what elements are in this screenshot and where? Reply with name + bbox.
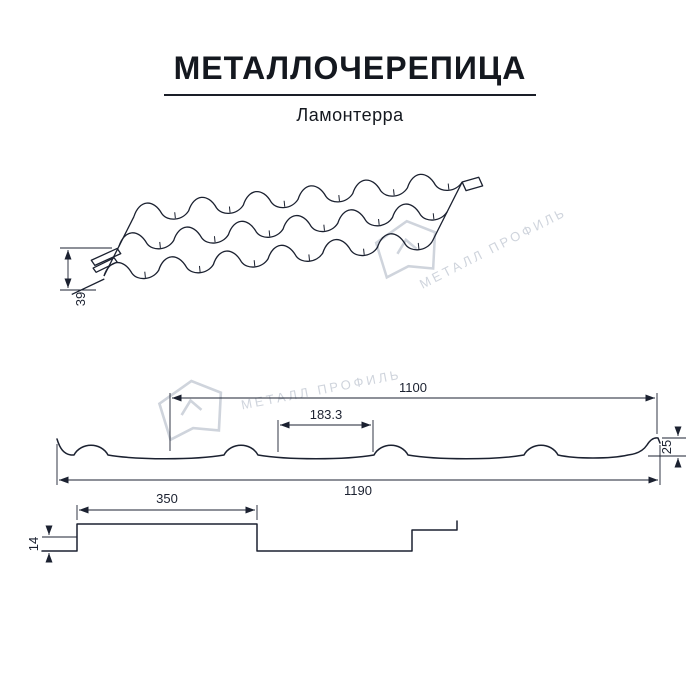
- sheet-left-edge: [103, 216, 135, 277]
- cross-section-profile: [56, 437, 661, 460]
- eave-line: [71, 278, 105, 296]
- watermark-text: МЕТАЛЛ ПРОФИЛЬ: [240, 367, 403, 413]
- dimension-25: [648, 426, 686, 468]
- dim-label-39: 39: [73, 292, 88, 306]
- dim-label-25: 25: [659, 440, 674, 454]
- dimension-183-3: [277, 420, 374, 452]
- dim-label-183-3: 183.3: [310, 407, 343, 422]
- dim-label-350: 350: [156, 491, 178, 506]
- title-divider: [164, 94, 536, 96]
- dim-label-14: 14: [26, 537, 41, 551]
- dimension-39: [60, 247, 112, 291]
- watermark-upper: МЕТАЛЛ ПРОФИЛЬ: [374, 204, 569, 292]
- metall-profil-logo-icon: [374, 219, 437, 280]
- ridge-flag: [461, 176, 484, 192]
- page-title: МЕТАЛЛОЧЕРЕПИЦА: [173, 50, 527, 86]
- profile-curve: [56, 437, 661, 460]
- dimension-1100: [169, 393, 658, 451]
- step-profile: [41, 520, 458, 552]
- dim-label-1100: 1100: [399, 380, 427, 395]
- watermark-lower: МЕТАЛЛ ПРОФИЛЬ: [157, 367, 403, 442]
- perspective-tile-view: [71, 173, 484, 296]
- dimension-350: [76, 505, 258, 520]
- dimension-1190: [56, 444, 661, 485]
- batten-strip: [92, 257, 118, 273]
- step-curve: [41, 520, 458, 552]
- sheet-right-edge: [431, 181, 463, 242]
- dim-label-1190: 1190: [344, 483, 372, 498]
- title-block: МЕТАЛЛОЧЕРЕПИЦА Ламонтерра: [0, 50, 700, 126]
- page-subtitle: Ламонтерра: [296, 105, 404, 125]
- metall-profil-logo-icon: [157, 379, 223, 442]
- dimension-14: [42, 525, 77, 563]
- watermark-text: МЕТАЛЛ ПРОФИЛЬ: [417, 204, 569, 291]
- batten-strip: [90, 247, 122, 267]
